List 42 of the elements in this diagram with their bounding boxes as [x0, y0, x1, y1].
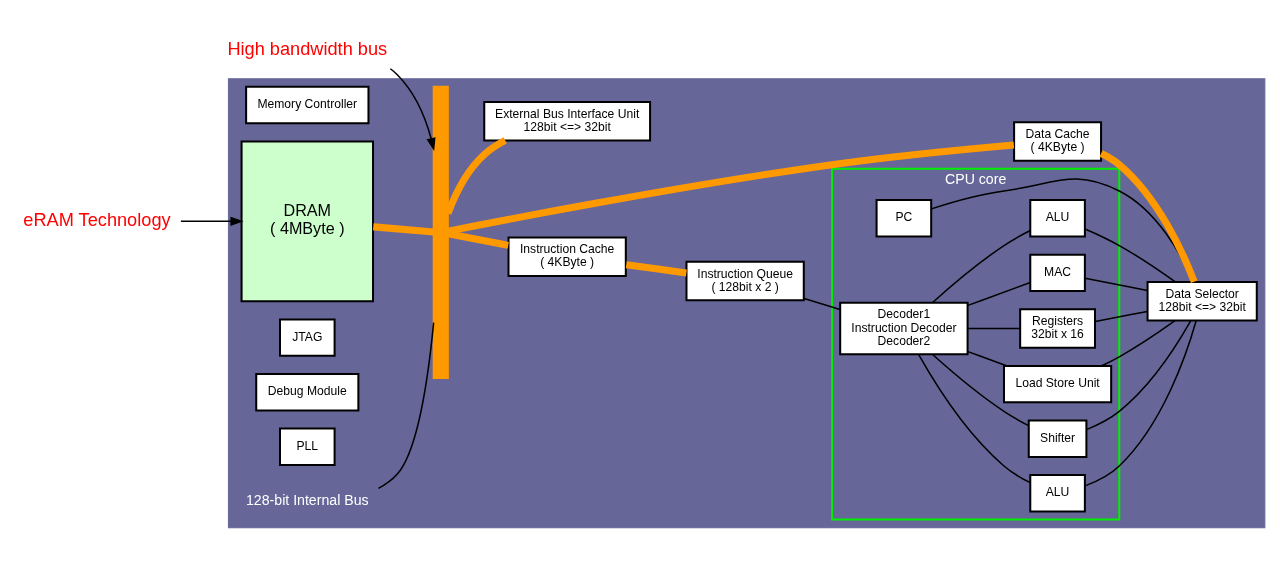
connector	[1100, 319, 1176, 367]
connector	[372, 222, 434, 235]
connector	[931, 353, 1029, 426]
node-box: DRAM ( 4MByte )	[240, 139, 374, 302]
node-box: Instruction Cache ( 4KByte )	[507, 236, 627, 277]
node-box: Decoder1 Instruction Decoder Decoder2	[838, 301, 969, 355]
connector	[1083, 319, 1197, 487]
node-box: Debug Module	[254, 372, 359, 411]
connector	[966, 281, 1031, 306]
connector	[1083, 227, 1176, 283]
node-bar	[432, 85, 449, 379]
node-box: Memory Controller	[244, 85, 369, 124]
node-box: ALU	[1028, 473, 1086, 512]
node-text: 128-bit Internal Bus	[245, 491, 369, 508]
node-box: Data Cache ( 4KByte )	[1012, 120, 1102, 162]
node-box: Data Selector 128bit <=> 32bit	[1146, 280, 1258, 321]
connector	[802, 297, 841, 310]
node-box: ALU	[1028, 198, 1086, 237]
node-text: eRAM Technology	[22, 209, 171, 230]
connector	[446, 229, 509, 249]
connector	[931, 229, 1031, 303]
node-box: External Bus Interface Unit 128bit <=> 32bit	[482, 100, 651, 141]
node-box: Registers 32bit x 16	[1018, 307, 1096, 349]
connector	[966, 350, 1007, 366]
node-box: JTAG	[278, 317, 336, 357]
node-box: PC	[875, 198, 932, 237]
connector	[966, 327, 1021, 329]
node-text: High bandwidth bus	[226, 38, 387, 59]
connector	[625, 260, 687, 276]
connector	[1099, 149, 1198, 283]
connector	[1094, 310, 1148, 322]
node-box: PLL	[278, 427, 336, 466]
node-box: Load Store Unit	[1002, 364, 1112, 403]
connector	[917, 353, 1031, 483]
node-box: MAC	[1028, 253, 1086, 292]
connector	[377, 321, 434, 489]
connector	[1083, 276, 1148, 291]
arrow	[179, 216, 244, 226]
connector	[447, 140, 1014, 235]
node-box: Instruction Queue ( 128bit x 2 )	[684, 260, 805, 301]
node-box: Shifter	[1027, 419, 1087, 458]
connector	[1085, 319, 1192, 430]
